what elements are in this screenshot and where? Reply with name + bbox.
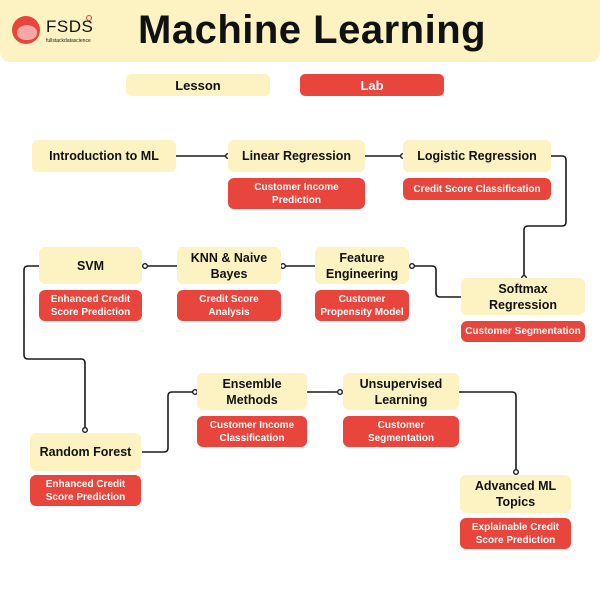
lesson-softmax-regression: Softmax Regression [461,278,585,315]
lesson-knn-naive-bayes: KNN & Naive Bayes [177,247,281,284]
edge-dot [513,469,520,476]
edge-dot [141,263,148,270]
edge-softmax-feature [412,265,461,298]
fsds-logo: FSDS fullstackdatascience [12,14,94,48]
edge-logistic-softmax [523,155,567,278]
pig-logo-icon [12,16,40,44]
page-title: Machine Learning [138,8,487,52]
logo-subtext: fullstackdatascience [46,38,91,44]
lesson-logistic-regression: Logistic Regression [403,140,551,172]
logo-text: FSDS [46,17,94,36]
lesson-advanced-ml-topics: Advanced ML Topics [460,475,571,513]
lab-enhanced-credit-score-prediction: Enhanced Credit Score Prediction [39,290,142,321]
lab-customer-segmentation: Customer Segmentation [461,321,585,342]
lesson-random-forest: Random Forest [30,433,141,471]
edge-dot [81,427,88,434]
lesson-unsupervised-learning: Unsupervised Learning [343,373,459,410]
lab-credit-score-analysis: Credit Score Analysis [177,290,281,321]
edge-rf-ensemble [142,391,195,453]
lab-customer-propensity-model: Customer Propensity Model [315,290,409,321]
edge-dot [409,263,416,270]
header-banner: FSDS fullstackdatascience Machine Learni… [0,0,600,62]
lesson-linear-regression: Linear Regression [228,140,365,172]
lab-explainable-credit-score-prediction: Explainable Credit Score Prediction [460,518,571,549]
lesson-feature-engineering: Feature Engineering [315,247,409,284]
lesson-introduction-to-ml: Introduction to ML [32,140,176,172]
logo-dot-icon [86,15,92,21]
legend-lab: Lab [300,74,444,96]
edge-dot [280,263,287,270]
legend-lesson: Lesson [126,74,270,96]
lesson-svm: SVM [39,247,142,284]
lab-credit-score-classification: Credit Score Classification [403,178,551,200]
edge-unsupervised-advanced [459,391,517,472]
lab-customer-segmentation-unsupervised: Customer Segmentation [343,416,459,447]
lab-customer-income-prediction: Customer Income Prediction [228,178,365,209]
lesson-ensemble-methods: Ensemble Methods [197,373,307,410]
edge-dot [337,389,344,396]
lab-customer-income-classification: Customer Income Classification [197,416,307,447]
lab-enhanced-credit-score-prediction-rf: Enhanced Credit Score Prediction [30,475,141,506]
